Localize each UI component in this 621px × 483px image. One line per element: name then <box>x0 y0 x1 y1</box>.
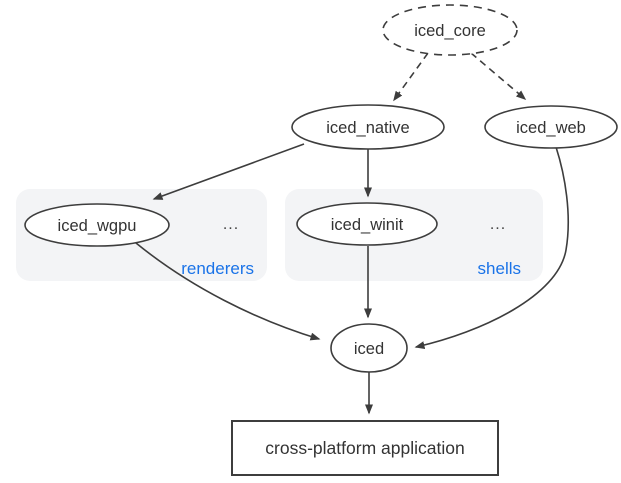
renderers-ellipsis: ... <box>223 216 239 233</box>
edge-iced-wgpu-to-iced <box>135 242 321 341</box>
iced-web-label: iced_web <box>516 119 586 137</box>
application-label: cross-platform application <box>265 438 464 458</box>
iced-wgpu-label: iced_wgpu <box>58 217 137 235</box>
iced-web-ellipse <box>484 105 618 149</box>
application-rect <box>231 420 499 476</box>
renderers-group-label: renderers <box>181 259 254 278</box>
shells-ellipsis: ... <box>490 216 506 233</box>
iced-native-label: iced_native <box>326 119 409 137</box>
iced-winit-label: iced_winit <box>331 216 404 234</box>
edge-iced-core-to-iced-native <box>393 52 429 102</box>
iced-label: iced <box>354 340 384 358</box>
edge-iced-core-to-iced-web <box>470 52 527 100</box>
node-iced-wgpu: iced_wgpu <box>24 203 170 247</box>
iced-native-ellipse <box>291 104 445 150</box>
iced-core-label: iced_core <box>414 22 486 40</box>
node-iced: iced <box>330 323 408 373</box>
node-iced-core: iced_core <box>382 4 518 56</box>
iced-wgpu-ellipse <box>24 203 170 247</box>
node-cross-platform-application: cross-platform application <box>231 420 499 476</box>
iced-core-ellipse <box>382 4 518 56</box>
node-iced-native: iced_native <box>291 104 445 150</box>
node-iced-winit: iced_winit <box>296 202 438 246</box>
edge-iced-web-to-iced <box>414 146 570 350</box>
shells-group-label: shells <box>478 259 521 278</box>
node-iced-web: iced_web <box>484 105 618 149</box>
iced-ellipse <box>330 323 408 373</box>
iced-winit-ellipse <box>296 202 438 246</box>
edge-iced-native-to-iced-wgpu <box>152 143 305 200</box>
